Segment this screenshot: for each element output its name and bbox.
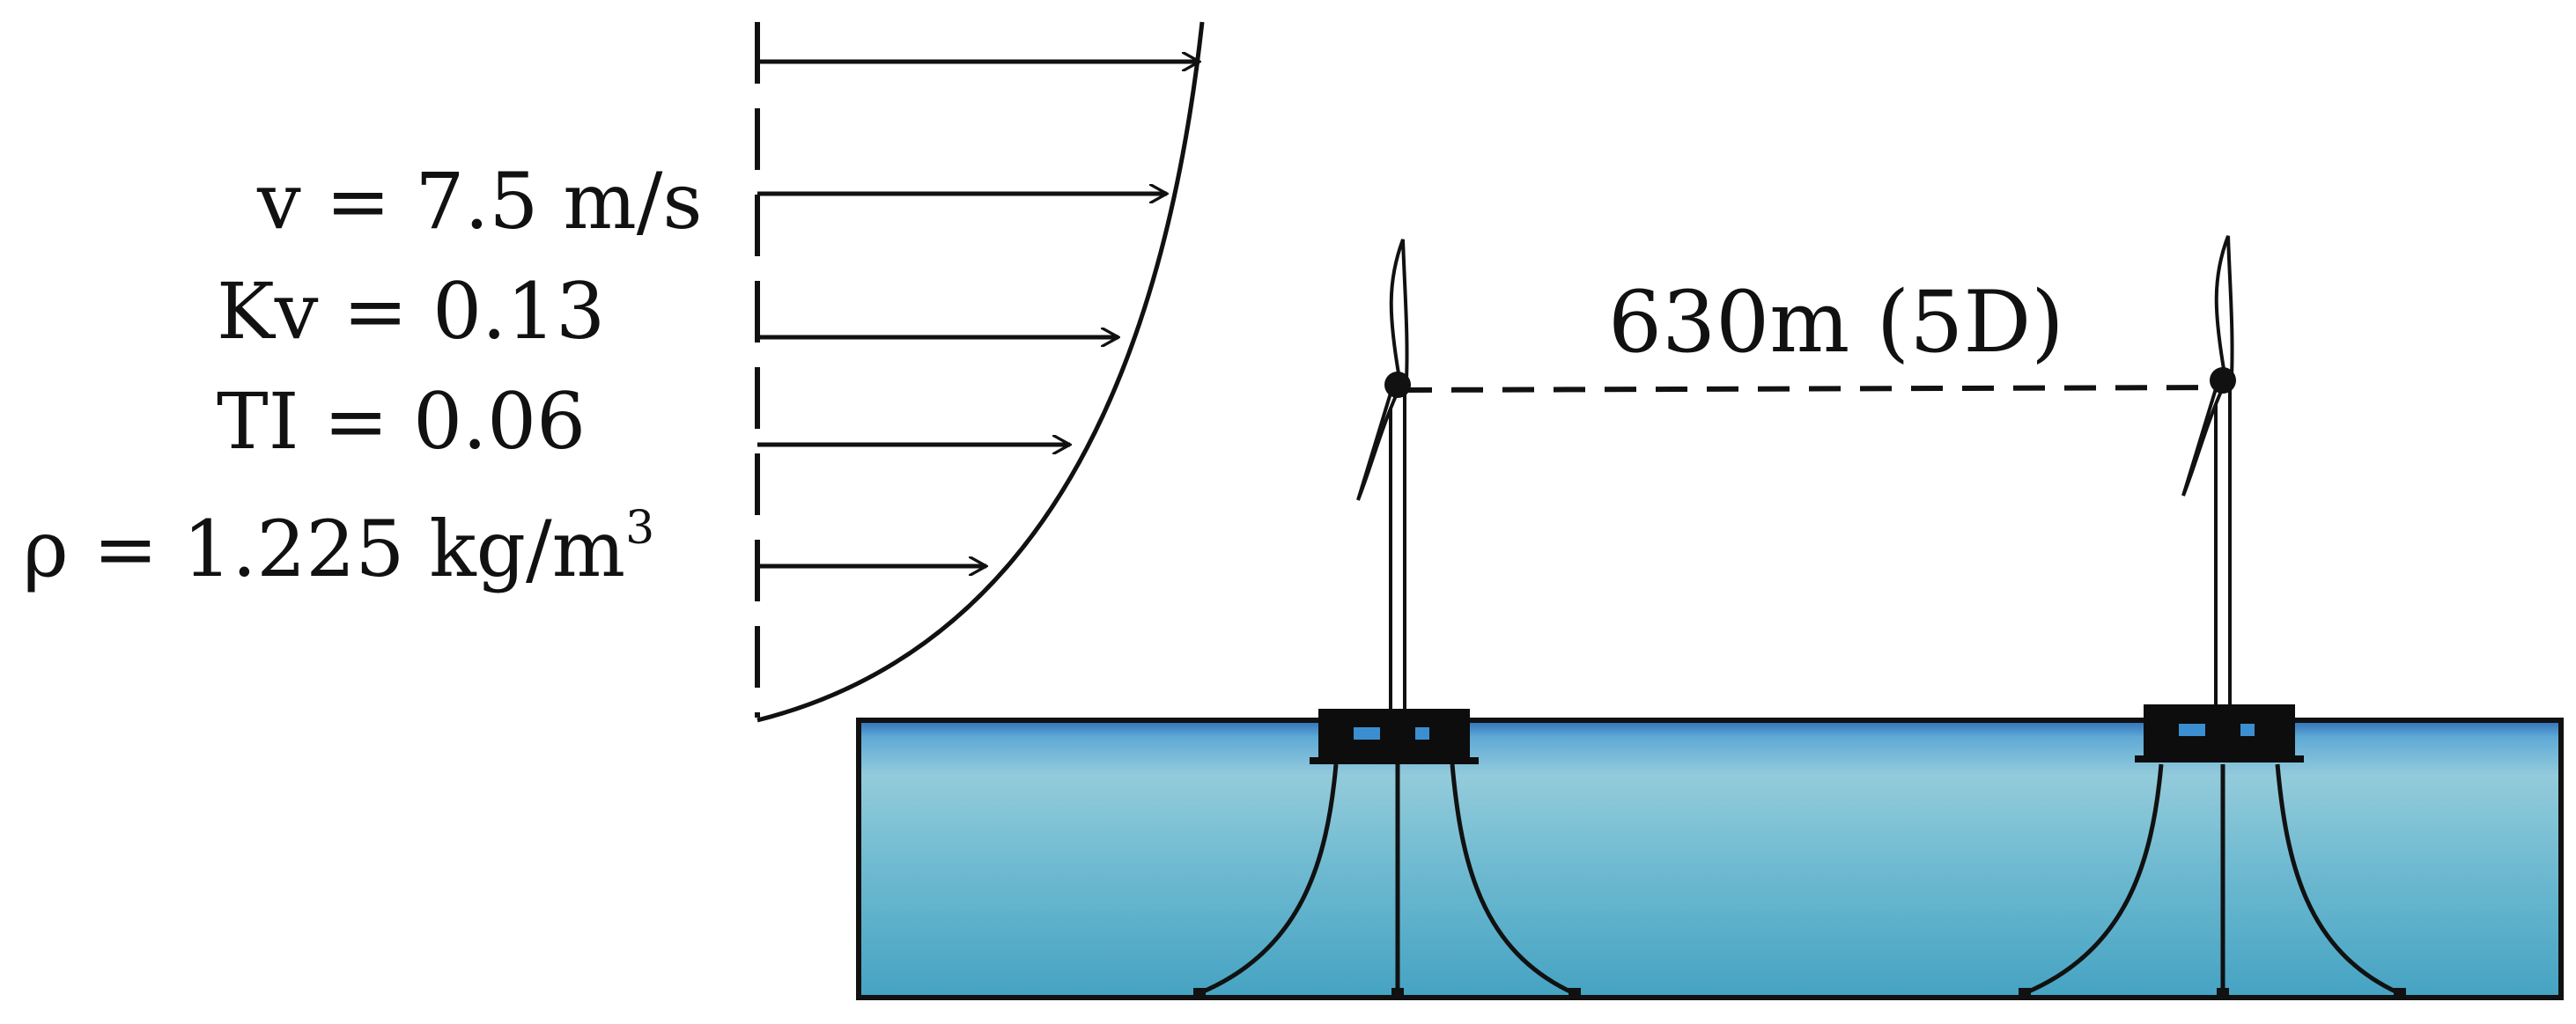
- blade-lower: [1356, 384, 1400, 501]
- turbulence-intensity-label: TI = 0.06: [217, 376, 587, 467]
- blade-lower: [2181, 379, 2225, 497]
- platform-window-left: [1354, 727, 1380, 740]
- air-density-exponent: 3: [625, 502, 655, 555]
- mooring-line-right: [1450, 763, 1576, 996]
- kv-label: Kv = 0.13: [217, 266, 606, 357]
- tower: [2214, 381, 2232, 711]
- anchor-left: [1193, 988, 1206, 998]
- spacing-dashed-line: [1399, 385, 2227, 393]
- mooring-line-left: [1199, 763, 1339, 996]
- wind-profile: [755, 21, 1205, 723]
- air-density-label: ρ = 1.225 kg/m3: [23, 505, 654, 588]
- anchor-center: [1391, 988, 1404, 1000]
- velocity-profile-curve: [757, 21, 1205, 723]
- floating-platform: [2144, 704, 2295, 759]
- anchor-center: [2217, 988, 2229, 1000]
- anchor-left: [2019, 988, 2031, 998]
- floating-platform: [1318, 709, 1470, 762]
- platform-window-right: [2240, 724, 2255, 736]
- platform-window-right: [1415, 727, 1429, 740]
- velocity-label: v = 7.5 m/s: [257, 156, 703, 247]
- mooring-line-right: [2275, 763, 2401, 996]
- turbine-spacing-label: 630m (5D): [1608, 273, 2064, 372]
- downstream-turbine: [2019, 235, 2406, 1000]
- platform-window-left: [2179, 724, 2205, 736]
- water-body: [856, 718, 2564, 1000]
- air-density-value: ρ = 1.225 kg/m: [23, 504, 626, 594]
- platform-base: [1310, 757, 1479, 764]
- mooring-line-left: [2024, 763, 2164, 996]
- hub: [1384, 372, 1411, 398]
- tower: [1389, 386, 1406, 715]
- hub: [2210, 367, 2236, 394]
- anchor-right: [2394, 988, 2406, 1000]
- blade-upper: [2214, 235, 2234, 379]
- platform-base: [2135, 755, 2304, 762]
- anchor-right: [1568, 988, 1581, 1000]
- blade-upper: [1389, 239, 1409, 383]
- upstream-turbine: [1193, 239, 1581, 1000]
